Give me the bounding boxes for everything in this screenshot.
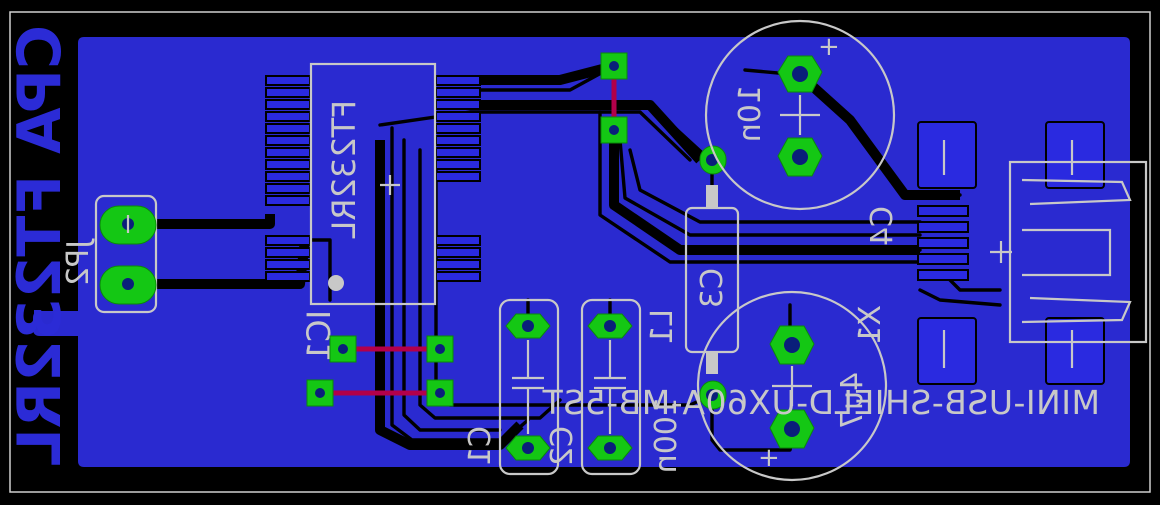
c2-capacitor: C2 100n [545,298,684,476]
jp2-name: JP2 [61,238,96,286]
board-title: CPA FT232RL [5,25,75,466]
usb-value: MINI-USB-SHIELD-UX60A-MB-5ST [542,383,1100,422]
c4-value: 10n [733,85,768,142]
c4-name: C4 [865,206,900,246]
usb-connector: X1 [853,121,1148,385]
c3-name: C3 [695,268,730,308]
ic1-value: FT232RL [325,100,363,239]
ic1-right-pads [435,75,481,282]
vias [306,52,628,407]
c5-polarity: + [758,443,780,473]
board-title-copper-text: CPA FT232RL [5,25,75,466]
jp2-header: JP2 [61,194,158,314]
l1-name: L1 [645,309,680,345]
c3-capacitor: C3 [684,145,740,410]
c1-name: C1 [463,426,498,466]
ic1-left-pads [265,75,311,282]
usb-name: X1 [853,305,888,345]
c5-capacitor: + 4u7 [696,290,888,482]
c4-capacitor: + 10n C4 [704,19,900,246]
c2-value: 100n [649,397,684,473]
c2-name: C2 [545,426,580,466]
c4-polarity: + [818,32,840,62]
c5-value: 4u7 [835,372,870,429]
board-outline [9,11,1151,493]
c1-capacitor: C1 [463,298,560,476]
